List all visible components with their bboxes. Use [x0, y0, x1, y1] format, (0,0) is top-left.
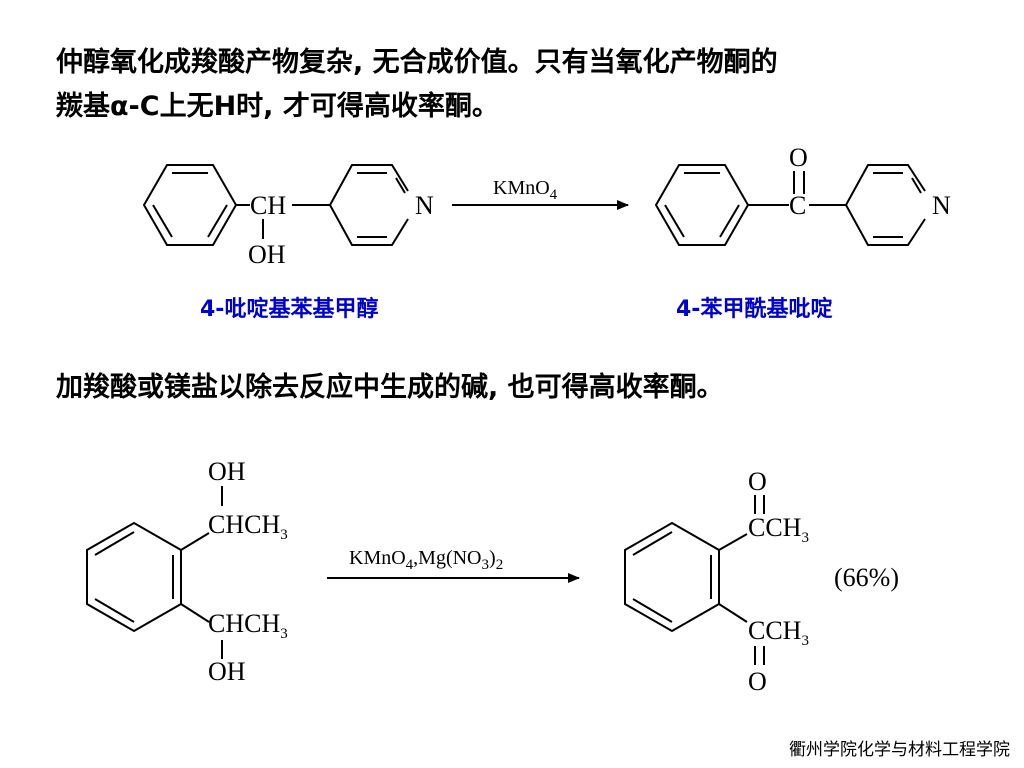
reaction-1-reagent: KMnO4	[493, 177, 558, 203]
product-2-bottom-cch3: CCH3	[748, 616, 809, 649]
product-1-carbonyl-c: C	[789, 191, 806, 220]
reactant-1-oh: OH	[248, 240, 286, 269]
reaction-2: OH CHCH3 CHCH3 OH KMnO4,Mg(NO3)2 O CCH3 …	[86, 457, 899, 696]
product-1-pyridine-ring	[844, 164, 926, 246]
paragraph-2: 加羧酸或镁盐以除去反应中生成的碱, 也可得高收率酮。	[56, 372, 724, 403]
paragraph-1-line-2: 羰基α-C上无H时, 才可得高收率酮。	[56, 91, 499, 122]
product-1-oxygen: O	[789, 143, 808, 172]
reaction-2-reagent: KMnO4,Mg(NO3)2	[349, 547, 503, 573]
product-2-benzene-ring	[624, 521, 720, 633]
reactant-1-name: 4-吡啶基苯基甲醇	[200, 296, 378, 322]
bond	[180, 603, 210, 623]
reaction-1: CH OH N KMnO4 C O	[142, 143, 951, 322]
product-2-bottom-oxygen: O	[748, 667, 767, 696]
yield-label: (66%)	[834, 563, 899, 592]
product-2-top-oxygen: O	[748, 467, 767, 496]
reactant-2-top-oh: OH	[208, 457, 246, 486]
product-1-benzene-ring	[654, 164, 750, 246]
reactant-1-benzene-ring	[142, 164, 238, 246]
paragraph-1-line-1: 仲醇氧化成羧酸产物复杂, 无合成价值。只有当氧化产物酮的	[56, 47, 778, 78]
product-1-name: 4-苯甲酰基吡啶	[676, 296, 832, 322]
reactant-1-ch: CH	[250, 191, 286, 220]
reactant-2-bottom-oh: OH	[208, 657, 246, 686]
bond	[180, 532, 210, 551]
reactant-1-ring-n: N	[415, 191, 434, 220]
reactant-1-pyridine-ring	[328, 164, 409, 246]
bond	[718, 533, 748, 551]
product-1-ring-n: N	[932, 191, 951, 220]
bond	[718, 603, 748, 623]
reactant-2-benzene-ring	[86, 521, 182, 633]
reactant-2-bottom-chch3: CHCH3	[208, 609, 288, 642]
reactant-2-top-chch3: CHCH3	[208, 510, 288, 543]
footer-institution: 衢州学院化学与材料工程学院	[789, 740, 1010, 760]
product-2-top-cch3: CCH3	[748, 513, 809, 546]
